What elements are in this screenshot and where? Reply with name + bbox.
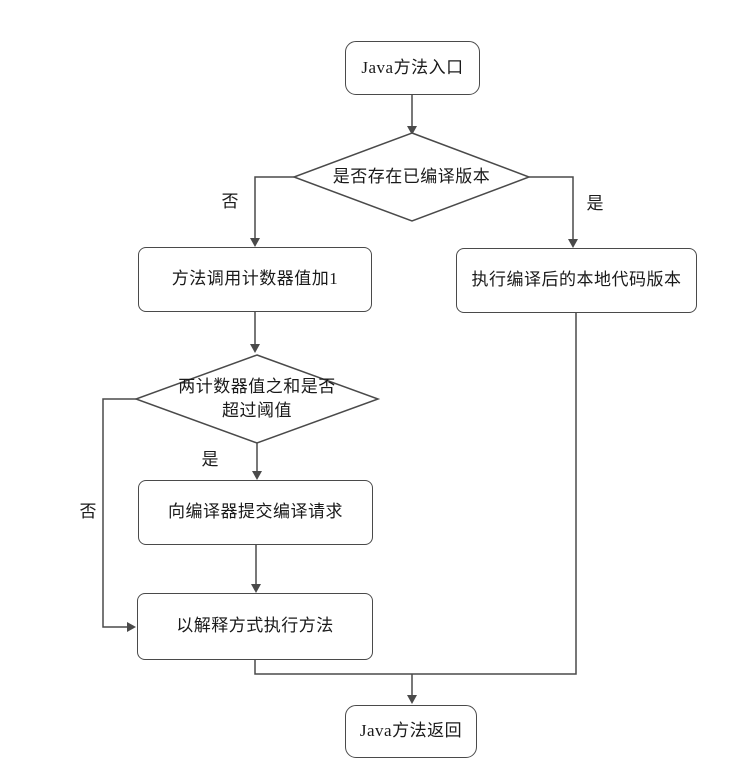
node-submit-request: 向编译器提交编译请求 (138, 480, 373, 545)
arrowhead-down-icon (252, 471, 262, 480)
edge-label-check-threshold-yes: 是 (201, 450, 219, 469)
node-end-label: Java方法返回 (359, 721, 463, 741)
arrowhead-down-icon (250, 238, 260, 247)
node-inc-counter-label: 方法调用计数器值加1 (171, 269, 339, 289)
node-end: Java方法返回 (345, 705, 477, 758)
node-start-label: Java方法入口 (361, 57, 464, 77)
arrowhead-down-icon (250, 344, 260, 353)
node-exec-native: 执行编译后的本地代码版本 (456, 248, 697, 313)
edge-check-compiled-no (254, 176, 294, 239)
arrowhead-down-icon (568, 239, 578, 248)
edge-check-threshold-no (102, 398, 136, 628)
node-start: Java方法入口 (345, 41, 480, 95)
edge-converge (254, 313, 577, 675)
node-inc-counter: 方法调用计数器值加1 (138, 247, 372, 312)
node-exec-native-label: 执行编译后的本地代码版本 (471, 270, 682, 290)
edge-label-check-threshold-no: 否 (79, 502, 97, 521)
node-interpret-exec-label: 以解释方式执行方法 (176, 616, 334, 636)
arrowhead-right-icon (127, 622, 136, 632)
edge-label-check-compiled-no: 否 (221, 192, 239, 211)
node-interpret-exec: 以解释方式执行方法 (137, 593, 373, 660)
decision-check-threshold-shape (133, 354, 381, 444)
edge-check-compiled-yes (529, 176, 574, 240)
arrowhead-down-icon (407, 126, 417, 135)
arrowhead-down-icon (251, 584, 261, 593)
decision-check-compiled-shape (291, 132, 532, 222)
arrowhead-down-icon (407, 695, 417, 704)
edge-label-check-compiled-yes: 是 (586, 194, 604, 213)
node-submit-request-label: 向编译器提交编译请求 (168, 502, 343, 522)
